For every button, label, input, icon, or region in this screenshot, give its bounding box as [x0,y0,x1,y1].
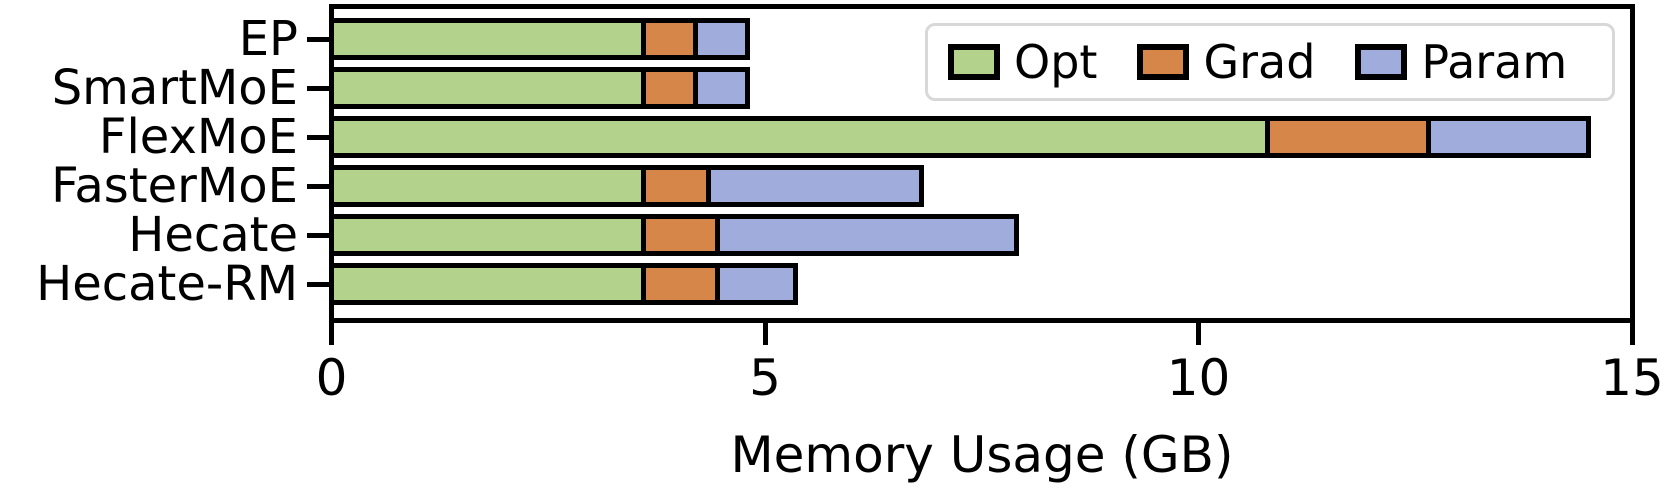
bar-row-hecate [329,214,1630,256]
x-axis-title: Memory Usage (GB) [730,426,1234,484]
y-tick [307,232,329,238]
legend-label: Grad [1203,35,1316,89]
bar-row-smartmoe [329,67,1630,109]
x-tick-label: 0 [315,349,348,407]
bar-row-fastermoe [329,165,1630,207]
y-category-label: EP [238,11,298,67]
x-tick-label: 15 [1600,349,1661,407]
x-tick-label: 5 [749,349,781,407]
bar-segment-opt [329,116,1271,158]
legend-item-opt: Opt [948,39,1097,85]
bar-segment-grad [641,214,720,256]
bar-segment-param [714,263,798,305]
legend-item-grad: Grad [1137,39,1315,85]
y-tick [307,183,329,189]
bar-segment-param [693,67,751,109]
bar-segment-opt [329,263,647,305]
bar-segment-param [706,165,924,207]
y-tick [307,85,329,91]
x-tick [1196,323,1201,345]
y-category-label: Hecate [128,207,298,263]
bar-segment-grad [641,18,699,60]
bar-segment-grad [641,67,699,109]
bar-segment-param [714,214,1019,256]
y-category-label: SmartMoE [51,60,298,116]
x-tick-label: 10 [1166,349,1231,407]
x-tick [762,323,768,345]
y-tick [307,36,329,42]
bar-segment-param [693,18,751,60]
y-tick [307,281,329,287]
y-category-label: Hecate-RM [36,256,298,312]
legend-label: Param [1421,35,1568,89]
legend-swatch-param [1355,44,1408,80]
bar-row-ep [329,18,1630,60]
legend-label: Opt [1014,35,1098,89]
y-category-label: FlexMoE [98,109,298,165]
bar-row-flexmoe [329,116,1630,158]
bar-row-hecate-rm [329,263,1630,305]
legend-swatch-opt [948,44,1000,80]
legend: Opt Grad Param [925,23,1615,101]
bar-segment-param [1425,116,1592,158]
bar-segment-opt [329,18,647,60]
bar-segment-opt [329,67,647,109]
legend-item-param: Param [1355,39,1567,85]
bar-segment-opt [329,214,647,256]
legend-swatch-grad [1137,44,1190,80]
bar-segment-grad [641,165,712,207]
bar-segment-opt [329,165,647,207]
y-tick [307,134,329,140]
bar-segment-grad [641,263,720,305]
y-category-label: FasterMoE [51,158,298,214]
x-tick [329,323,334,345]
x-tick [1629,323,1635,345]
bar-segment-grad [1265,116,1431,158]
